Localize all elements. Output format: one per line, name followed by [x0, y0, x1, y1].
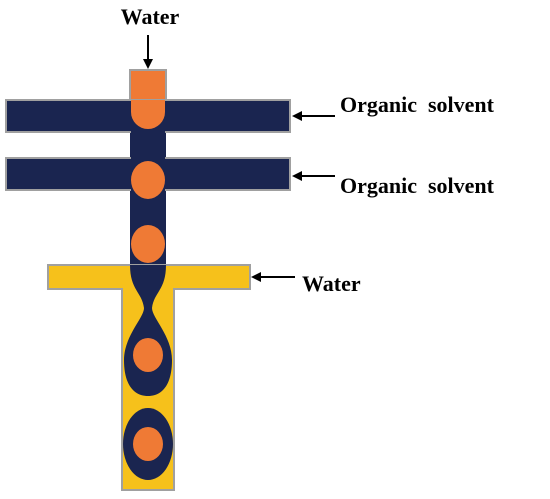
droplet-2	[131, 225, 165, 263]
label-water-side: Water	[302, 271, 361, 296]
label-organic-solvent-1: Organic solvent	[340, 92, 495, 117]
label-organic-solvent-2: Organic solvent	[340, 173, 495, 198]
label-water-top: Water	[121, 4, 180, 29]
droplet-1	[131, 161, 165, 199]
water-inlet-channel	[129, 69, 167, 103]
droplet-3	[133, 338, 163, 372]
droplet-inlet	[131, 100, 165, 129]
droplet-4	[133, 427, 163, 461]
